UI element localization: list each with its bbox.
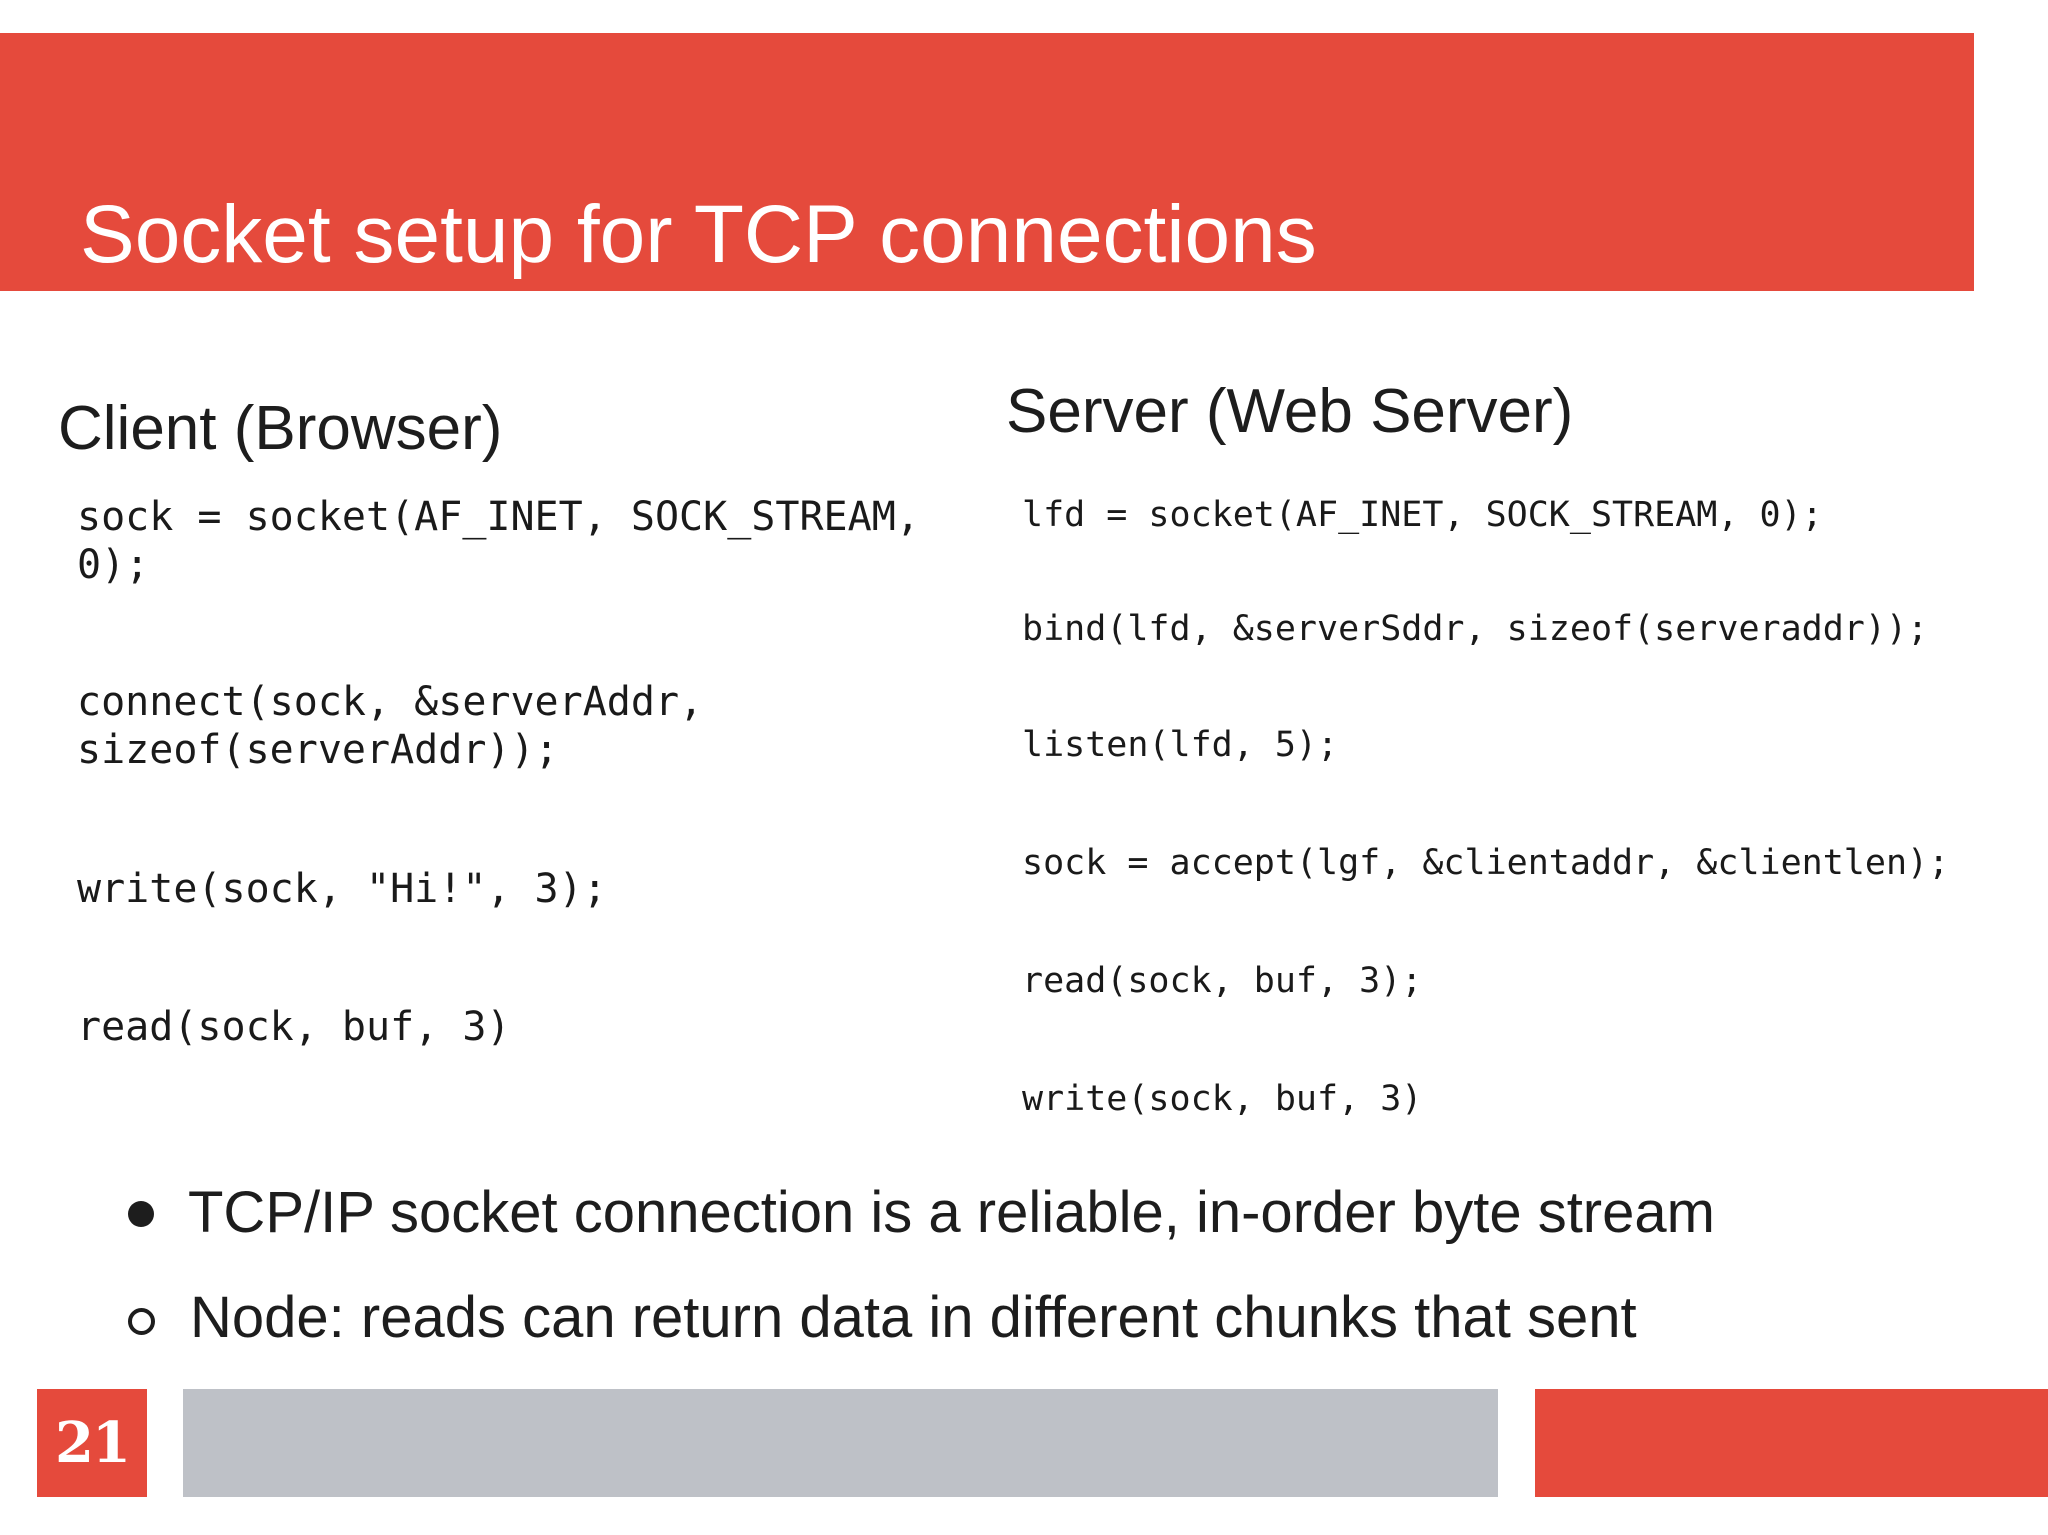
footer-gray-bar (183, 1389, 1498, 1497)
slide-title: Socket setup for TCP connections (80, 189, 1317, 280)
page-number-box: 21 (37, 1389, 147, 1497)
footer-red-bar (1535, 1389, 2048, 1497)
page-number: 21 (55, 1410, 131, 1476)
client-code-socket: sock = socket(AF_INET, SOCK_STREAM, 0); (77, 494, 920, 588)
server-code-read: read(sock, buf, 3); (1022, 961, 1423, 1001)
server-code-listen: listen(lfd, 5); (1022, 725, 1339, 765)
client-code-connect: connect(sock, &serverAddr, sizeof(server… (77, 679, 704, 773)
client-column-heading: Client (Browser) (58, 394, 503, 463)
client-code-write: write(sock, "Hi!", 3); (77, 866, 607, 912)
filled-bullet-icon (128, 1201, 154, 1227)
client-code-read: read(sock, buf, 3) (77, 1004, 511, 1050)
open-bullet-icon (128, 1308, 155, 1335)
server-column-heading: Server (Web Server) (1006, 377, 1574, 446)
server-code-write: write(sock, buf, 3) (1022, 1079, 1423, 1119)
bullet-item-tcp-reliable: TCP/IP socket connection is a reliable, … (188, 1180, 1715, 1245)
header-bar: Socket setup for TCP connections (0, 33, 1974, 291)
bullet-item-note-chunks: Node: reads can return data in different… (190, 1285, 1637, 1350)
server-code-accept: sock = accept(lgf, &clientaddr, &clientl… (1022, 843, 1950, 883)
server-code-socket: lfd = socket(AF_INET, SOCK_STREAM, 0); (1022, 495, 1823, 535)
server-code-bind: bind(lfd, &serverSddr, sizeof(serveraddr… (1022, 609, 1929, 649)
